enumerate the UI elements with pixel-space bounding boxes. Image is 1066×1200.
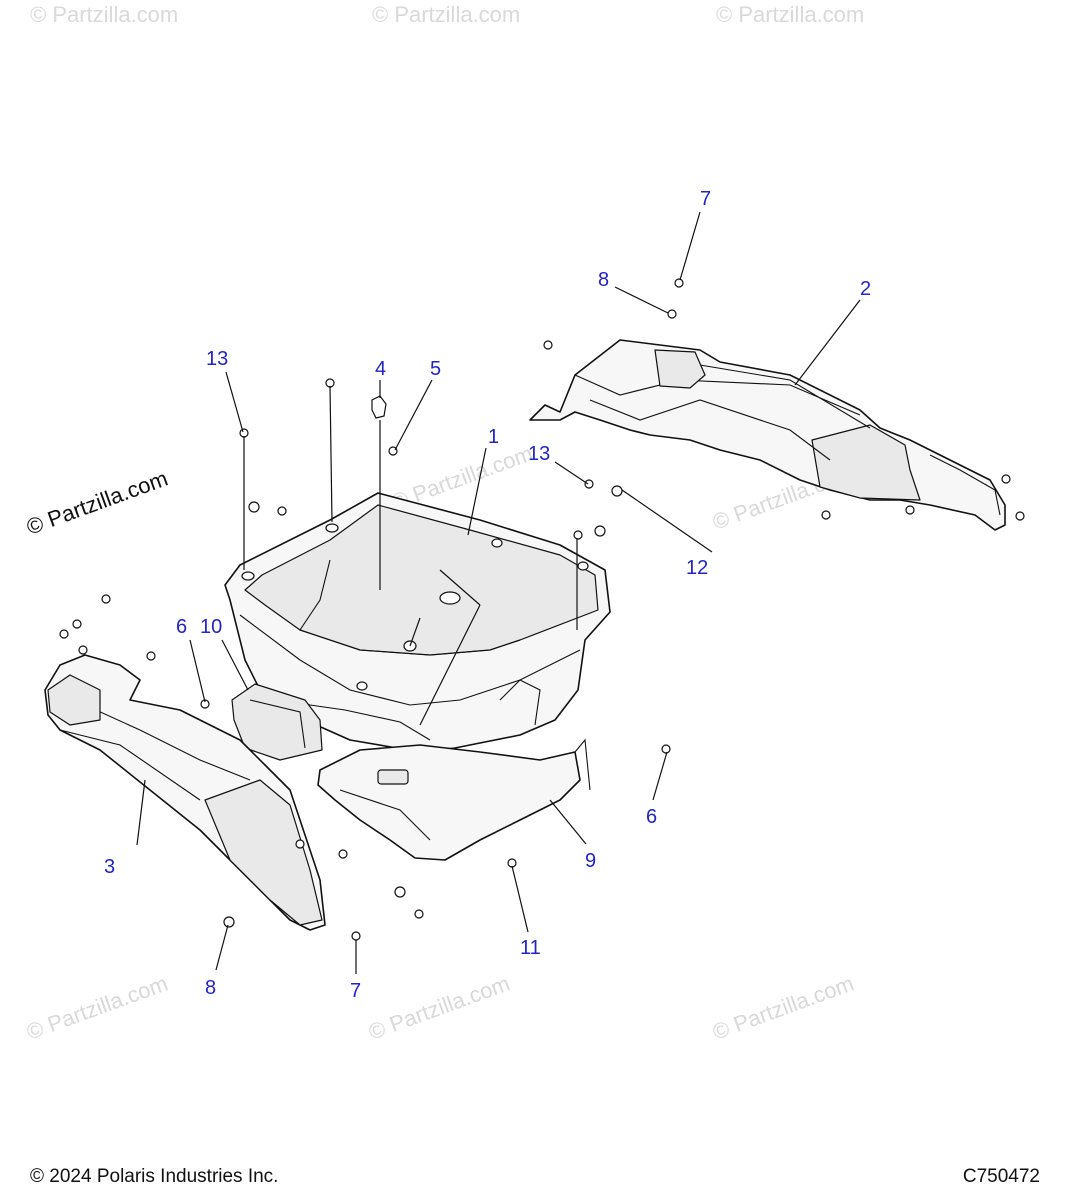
fasteners — [59, 278, 1025, 941]
watermark-bottom-right: © Partzilla.com — [709, 971, 857, 1045]
callout-6-left: 6 — [176, 616, 187, 638]
callout-5: 5 — [430, 358, 441, 380]
callout-labels: 1 2 3 4 5 6 6 7 7 8 8 9 10 11 12 13 13 — [104, 188, 871, 1002]
footer-diagram-code: C750472 — [962, 1166, 1040, 1187]
callout-12: 12 — [686, 557, 708, 579]
watermark-top-center: © Partzilla.com — [372, 2, 520, 27]
watermark-top-right: © Partzilla.com — [716, 2, 864, 27]
rear-brace-lower — [44, 654, 326, 931]
callout-2: 2 — [860, 278, 871, 300]
duct-panel — [231, 683, 323, 761]
watermark-bottom-left: © Partzilla.com — [23, 971, 171, 1045]
leader-lines — [136, 211, 861, 974]
callout-13-left: 13 — [206, 348, 228, 370]
watermark-bottom-center: © Partzilla.com — [365, 971, 513, 1045]
callout-6-right: 6 — [646, 806, 657, 828]
callout-8-bottom: 8 — [205, 977, 216, 999]
callout-10: 10 — [200, 616, 222, 638]
rear-brace-upper — [529, 339, 1006, 531]
watermark-top-left: © Partzilla.com — [30, 2, 178, 27]
callout-8-top: 8 — [598, 269, 609, 291]
callout-13-right: 13 — [528, 443, 550, 465]
watermark-main: © Partzilla.com — [23, 466, 171, 540]
skid-plate — [317, 738, 591, 861]
callout-7-bottom: 7 — [350, 980, 361, 1002]
callout-1: 1 — [488, 426, 499, 448]
callout-4: 4 — [375, 358, 386, 380]
callout-9: 9 — [585, 850, 596, 872]
callout-3: 3 — [104, 856, 115, 878]
callout-7-top: 7 — [700, 188, 711, 210]
callout-11: 11 — [520, 937, 541, 959]
footer-copyright: © 2024 Polaris Industries Inc. — [30, 1166, 279, 1187]
